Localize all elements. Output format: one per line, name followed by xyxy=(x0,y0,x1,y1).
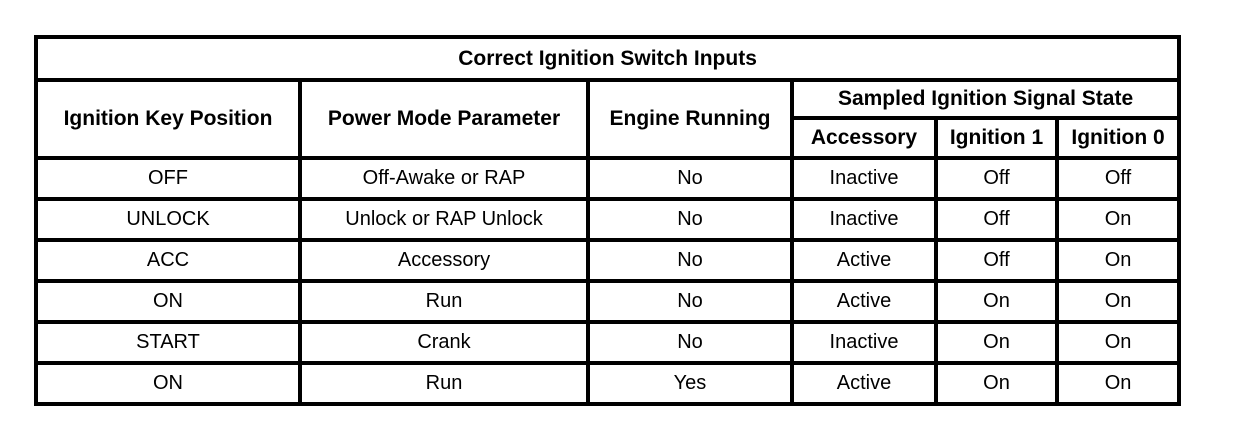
cell-engine-running: No xyxy=(586,279,794,324)
table-row-acc: ACC Accessory No Active Off On xyxy=(34,238,1182,283)
ignition-switch-inputs-table: Correct Ignition Switch Inputs Ignition … xyxy=(33,35,1182,406)
cell-key-position: ON xyxy=(34,279,302,324)
cell-power-mode: Off-Awake or RAP xyxy=(298,156,590,201)
cell-engine-running: No xyxy=(586,238,794,283)
col-header-power-mode-parameter: Power Mode Parameter xyxy=(298,78,590,160)
cell-accessory: Inactive xyxy=(790,197,938,242)
cell-ignition-1: On xyxy=(934,320,1059,365)
cell-power-mode: Run xyxy=(298,361,590,406)
cell-accessory: Inactive xyxy=(790,320,938,365)
table-header-row-1: Ignition Key Position Power Mode Paramet… xyxy=(34,78,1182,160)
cell-engine-running: Yes xyxy=(586,361,794,406)
table-title-row: Correct Ignition Switch Inputs xyxy=(33,35,1182,82)
table-row-off: OFF Off-Awake or RAP No Inactive Off Off xyxy=(34,156,1182,201)
cell-key-position: ACC xyxy=(34,238,302,283)
cell-ignition-0: On xyxy=(1054,320,1182,365)
cell-engine-running: No xyxy=(586,197,794,242)
cell-engine-running: No xyxy=(586,320,794,365)
cell-accessory: Active xyxy=(790,238,938,283)
cell-ignition-0: Off xyxy=(1054,156,1182,201)
col-header-engine-running: Engine Running xyxy=(586,78,794,160)
cell-accessory: Inactive xyxy=(790,156,938,201)
col-header-ignition-0: Ignition 0 xyxy=(1054,116,1182,160)
table-row-unlock: UNLOCK Unlock or RAP Unlock No Inactive … xyxy=(34,197,1182,242)
cell-ignition-0: On xyxy=(1054,238,1182,283)
col-header-accessory: Accessory xyxy=(790,116,938,160)
cell-ignition-0: On xyxy=(1054,279,1182,324)
table-row-start: START Crank No Inactive On On xyxy=(34,320,1182,365)
table-row-on: ON Run No Active On On xyxy=(34,279,1182,324)
cell-key-position: UNLOCK xyxy=(34,197,302,242)
cell-key-position: OFF xyxy=(34,156,302,201)
col-header-ignition-1: Ignition 1 xyxy=(934,116,1059,160)
cell-ignition-1: Off xyxy=(934,197,1059,242)
cell-key-position: START xyxy=(34,320,302,365)
cell-engine-running: No xyxy=(586,156,794,201)
cell-ignition-0: On xyxy=(1054,197,1182,242)
table-row-on-running: ON Run Yes Active On On xyxy=(34,361,1182,406)
cell-accessory: Active xyxy=(790,279,938,324)
cell-power-mode: Crank xyxy=(298,320,590,365)
cell-ignition-1: Off xyxy=(934,156,1059,201)
cell-ignition-1: On xyxy=(934,279,1059,324)
cell-power-mode: Unlock or RAP Unlock xyxy=(298,197,590,242)
col-header-ignition-key-position: Ignition Key Position xyxy=(34,78,302,160)
cell-power-mode: Run xyxy=(298,279,590,324)
cell-key-position: ON xyxy=(34,361,302,406)
cell-power-mode: Accessory xyxy=(298,238,590,283)
cell-ignition-1: Off xyxy=(934,238,1059,283)
table-header-row-2: Accessory Ignition 1 Ignition 0 xyxy=(36,116,1182,160)
table-title: Correct Ignition Switch Inputs xyxy=(33,35,1182,82)
cell-accessory: Active xyxy=(790,361,938,406)
cell-ignition-1: On xyxy=(934,361,1059,406)
col-header-sampled-ignition-signal-state: Sampled Ignition Signal State xyxy=(789,78,1182,120)
cell-ignition-0: On xyxy=(1054,361,1182,406)
